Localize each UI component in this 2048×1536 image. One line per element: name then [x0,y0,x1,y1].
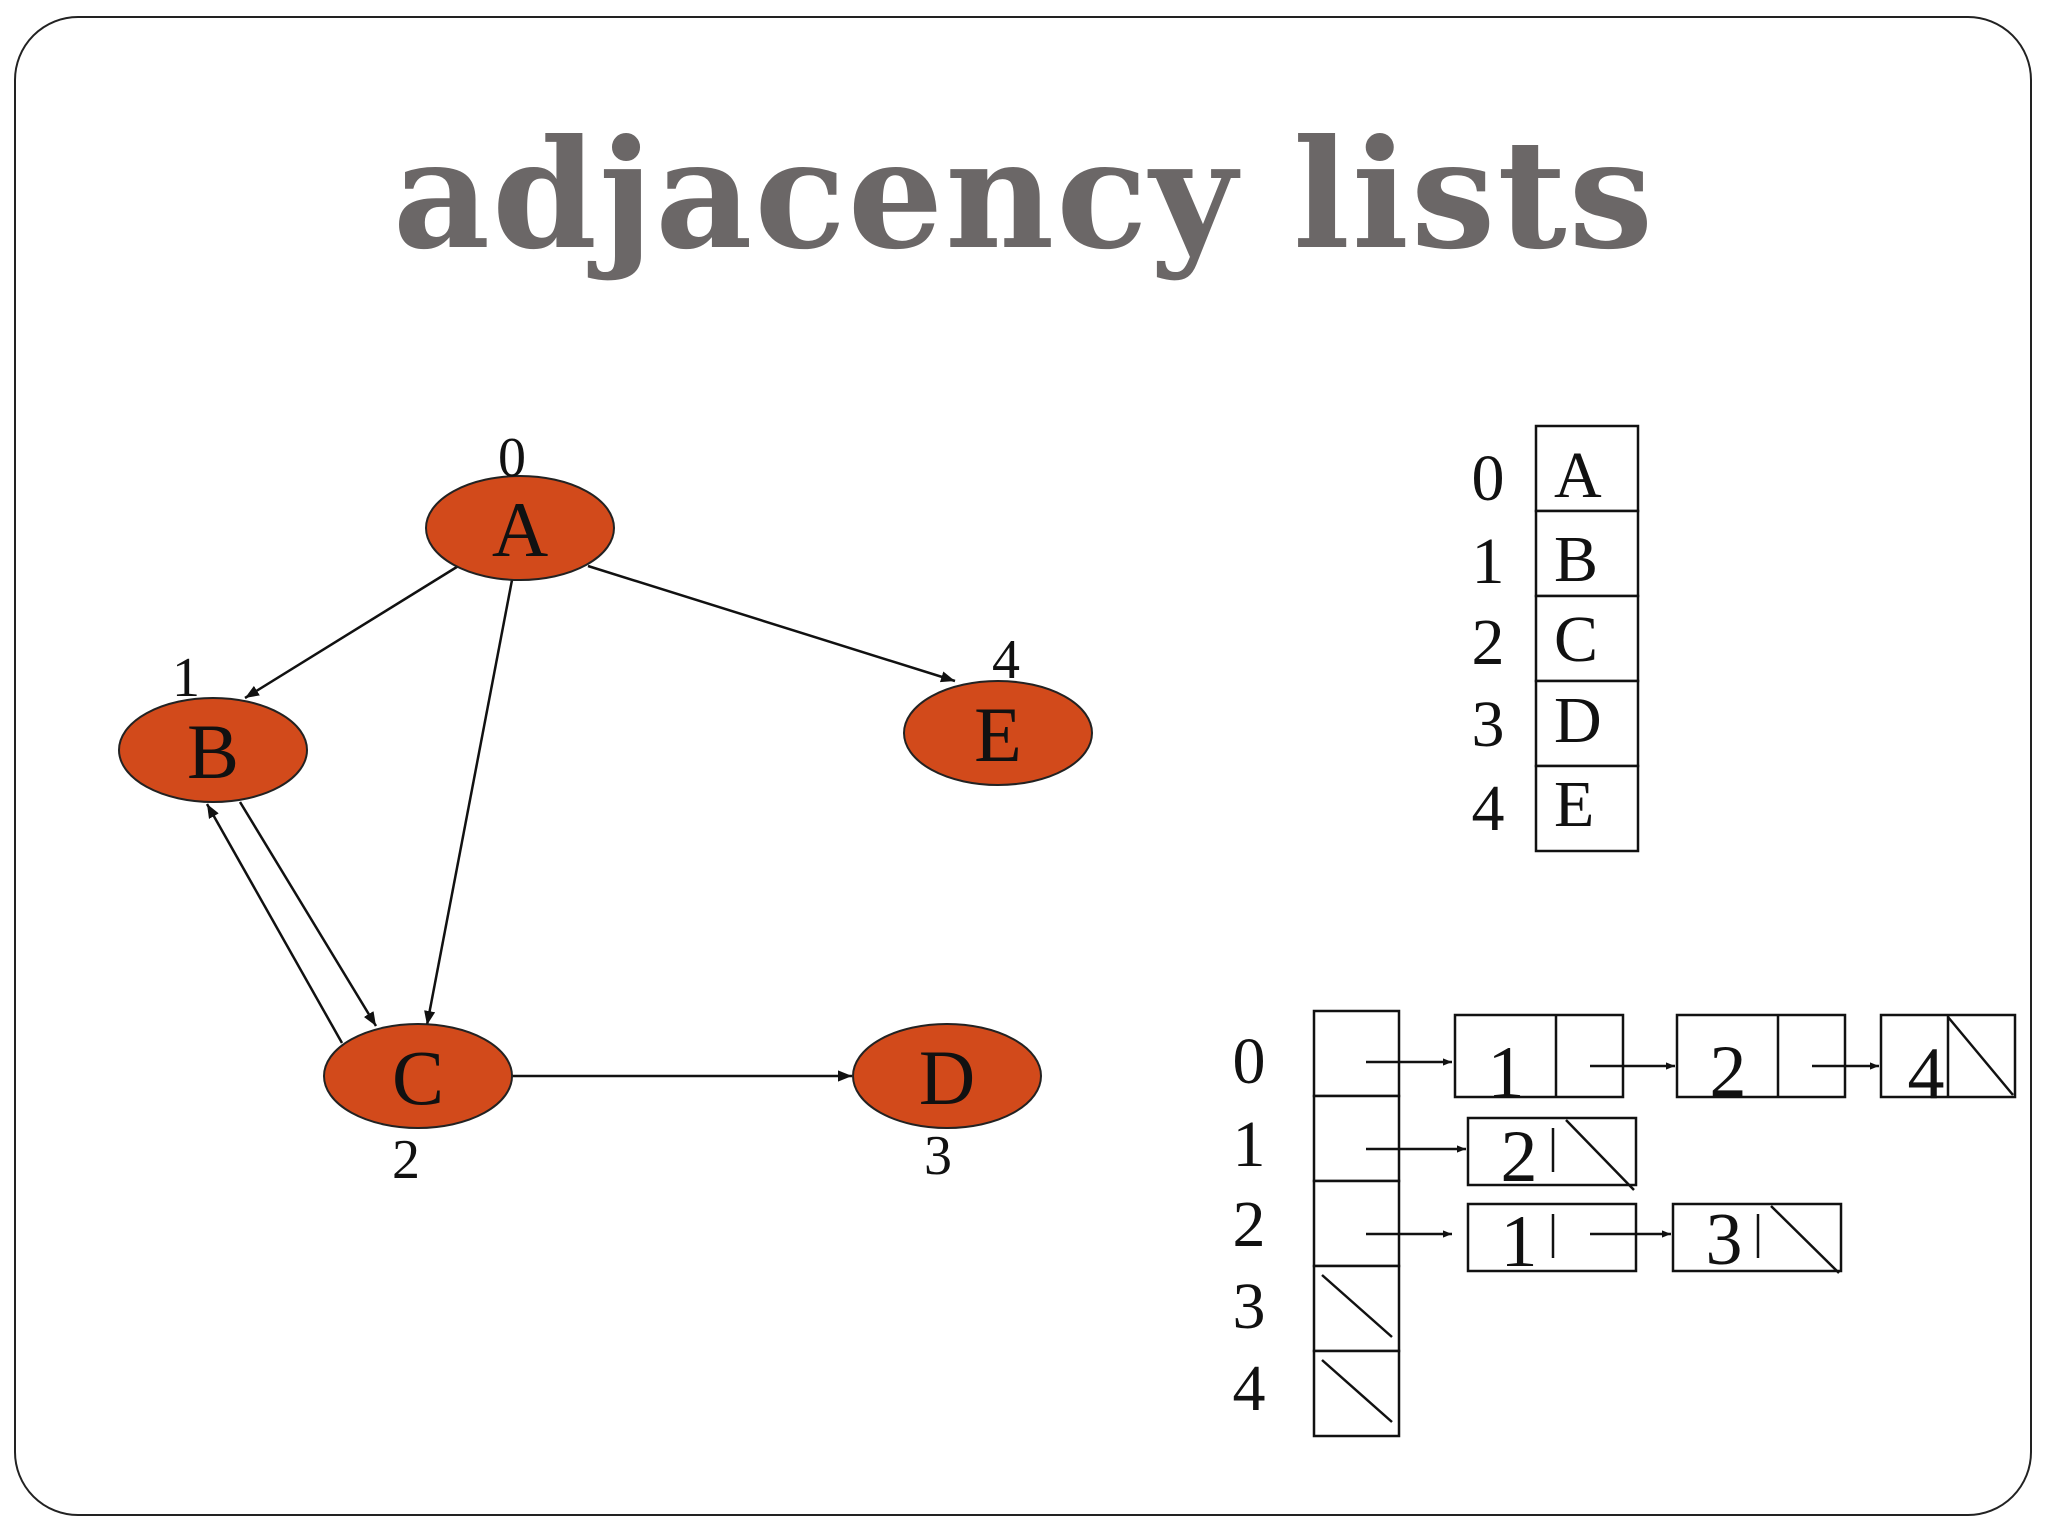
head-cell [1312,1009,1401,1098]
node-label: B [187,708,239,795]
null-slash [1321,1359,1393,1423]
list-node-value: 1 [1488,1032,1525,1114]
list-node [1453,1013,1625,1099]
vertex-table: 0 1 2 3 4 A B C D E [1472,424,1640,853]
vertex-table-label: E [1554,768,1594,841]
vertex-table-index: 1 [1472,525,1505,598]
vertex-table-index: 4 [1472,772,1505,845]
graph-node-d: D 3 [852,1023,1042,1187]
graph-node-e: E 4 [903,629,1093,786]
null-slash [1321,1274,1393,1338]
edge-a-c [424,579,514,1026]
list-node-value: 2 [1501,1116,1538,1198]
head-index: 2 [1233,1188,1266,1261]
graph-node-b: B 1 [118,647,308,803]
edge-a-b [244,563,461,700]
edge-b-c [238,801,378,1027]
node-label: E [974,691,1022,778]
list-node [1675,1013,1847,1099]
adjacency-list: 0 1 2 3 4 1 2 4 2 1 3 [1233,1009,2017,1438]
node-index: 3 [924,1125,952,1187]
head-index: 1 [1233,1108,1266,1181]
null-slash [1947,1016,2014,1096]
vertex-cell [1534,509,1640,598]
node-index: 4 [992,629,1020,691]
graph-node-c: C 2 [323,1023,513,1191]
list-node-value: 2 [1710,1031,1747,1113]
graph-edges [205,563,956,1082]
vertex-cell [1534,679,1640,768]
graph-node-a: A 0 [425,427,615,581]
node-label: C [392,1034,444,1121]
vertex-table-index: 3 [1472,688,1505,761]
head-cell [1312,1094,1401,1183]
vertex-cell [1534,764,1640,853]
edge-c-b [205,803,344,1044]
vertex-table-label: B [1554,523,1598,596]
list-node-value: 4 [1908,1033,1945,1115]
node-index: 2 [392,1129,420,1191]
node-index: 1 [172,647,200,709]
list-node-value: 3 [1706,1199,1743,1281]
vertex-table-label: D [1554,684,1602,757]
slide-title: adjacency lists [392,107,1656,283]
head-index: 3 [1233,1270,1266,1343]
vertex-cell [1534,424,1640,513]
null-slash [1565,1119,1635,1191]
head-index: 4 [1233,1352,1266,1425]
vertex-table-label: A [1554,439,1602,512]
list-node-value: 1 [1501,1201,1538,1283]
vertex-table-index: 2 [1472,606,1505,679]
head-cell [1312,1179,1401,1268]
vertex-cell [1534,594,1640,683]
node-index: 0 [498,427,526,489]
head-index: 0 [1233,1025,1266,1098]
node-label: A [492,486,548,573]
vertex-table-index: 0 [1472,442,1505,515]
edge-a-e [587,564,956,683]
node-label: D [919,1034,975,1121]
null-slash [1770,1205,1840,1274]
vertex-table-label: C [1554,603,1598,676]
